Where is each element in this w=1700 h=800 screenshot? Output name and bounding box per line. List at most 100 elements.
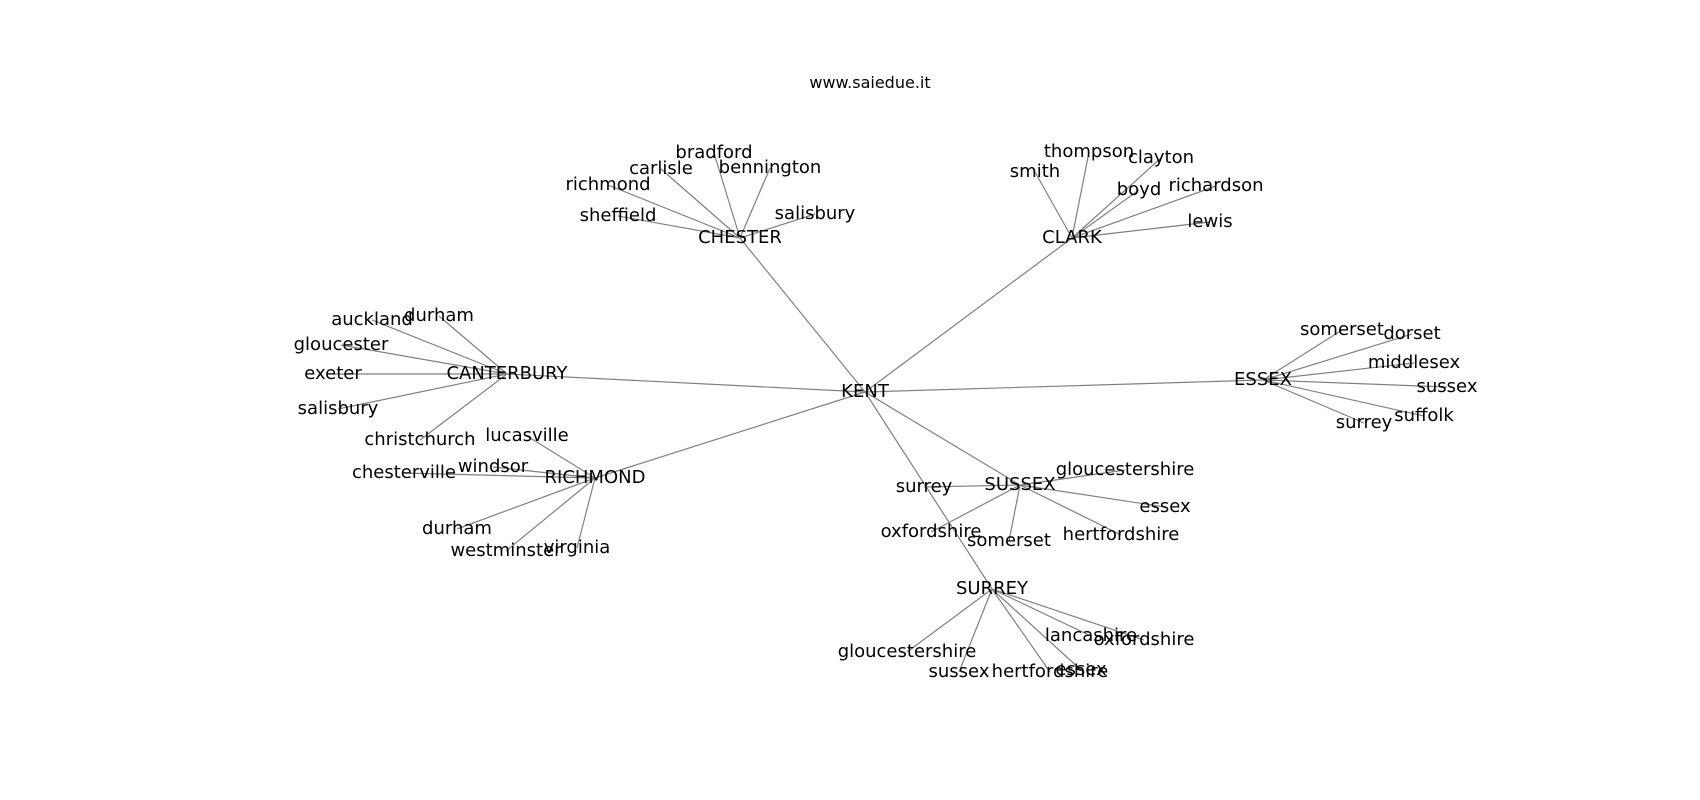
edge-sussex-surrey: [923, 484, 1021, 488]
leaf-node-surrey-gloucestershire: gloucestershire: [838, 641, 977, 662]
leaf-node-canterbury-durham: durham: [404, 305, 474, 326]
leaf-node-clark-smith: smith: [1010, 161, 1060, 182]
edge-kent-essex: [864, 379, 1264, 393]
edge-chester-richmond: [607, 184, 741, 239]
edge-kent-richmond: [594, 391, 866, 479]
cluster-node-chester: CHESTER: [698, 227, 782, 248]
leaf-node-essex-middlesex: middlesex: [1368, 352, 1461, 373]
cluster-node-sussex: SUSSEX: [984, 474, 1055, 495]
cluster-node-canterbury: CANTERBURY: [446, 363, 568, 384]
leaf-node-richmond-chesterville: chesterville: [352, 462, 456, 483]
edge-essex-middlesex: [1262, 362, 1415, 381]
edge-kent-surrey: [864, 391, 993, 590]
edge-surrey-gloucestershire: [906, 588, 993, 653]
edge-surrey-oxfordshire: [991, 588, 1145, 641]
leaf-node-canterbury-christchurch: christchurch: [364, 429, 475, 450]
leaf-node-essex-sussex: sussex: [1417, 376, 1478, 397]
leaf-node-surrey-lancashire: lancashire: [1045, 625, 1137, 646]
edge-canterbury-auckland: [371, 319, 508, 375]
edge-surrey-sussex: [958, 588, 993, 673]
edge-richmond-westminster: [505, 477, 596, 552]
edge-sussex-somerset: [1008, 484, 1021, 542]
edge-chester-bradford: [713, 152, 741, 239]
edge-essex-somerset: [1262, 329, 1343, 381]
leaf-node-richmond-windsor: windsor: [458, 456, 529, 477]
edge-canterbury-gloucester: [340, 344, 508, 375]
edge-richmond-lucasville: [526, 435, 596, 479]
edge-richmond-virginia: [576, 477, 596, 549]
edge-chester-bennington: [739, 167, 771, 239]
edge-sussex-essex: [1019, 484, 1166, 508]
edge-essex-suffolk: [1262, 379, 1425, 417]
edge-sussex-gloucestershire: [1019, 469, 1126, 486]
leaf-node-chester-richmond: richmond: [565, 174, 650, 195]
edge-richmond-durham: [456, 477, 596, 530]
leaf-node-canterbury-salisbury: salisbury: [298, 398, 379, 419]
leaf-node-richmond-westminster: westminster: [450, 540, 562, 561]
leaf-node-sussex-hertfordshire: hertfordshire: [1063, 524, 1180, 545]
leaf-node-clark-clayton: clayton: [1128, 147, 1194, 168]
edge-surrey-hertfordshire: [991, 588, 1051, 673]
leaf-node-essex-surrey: surrey: [1336, 412, 1393, 433]
cluster-node-essex: ESSEX: [1234, 369, 1292, 390]
cluster-node-clark: CLARK: [1042, 227, 1103, 248]
leaf-node-chester-bradford: bradford: [675, 142, 752, 163]
edge-clark-smith: [1034, 171, 1073, 239]
cluster-node-surrey: SURREY: [956, 578, 1029, 599]
edge-clark-boyd: [1071, 189, 1140, 239]
edge-canterbury-christchurch: [419, 373, 508, 441]
edge-chester-carlisle: [660, 168, 741, 239]
edge-canterbury-salisbury: [337, 373, 508, 410]
leaf-node-sussex-somerset: somerset: [967, 530, 1051, 551]
edge-sussex-hertfordshire: [1019, 484, 1122, 536]
edge-surrey-lancashire: [991, 588, 1092, 637]
leaf-node-essex-dorset: dorset: [1383, 323, 1440, 344]
leaf-node-chester-salisbury: salisbury: [775, 203, 856, 224]
edge-kent-sussex: [864, 391, 1021, 486]
leaf-node-essex-somerset: somerset: [1300, 319, 1384, 340]
edge-clark-lewis: [1071, 221, 1211, 239]
leaf-node-chester-sheffield: sheffield: [580, 205, 657, 226]
leaf-node-richmond-durham: durham: [422, 518, 492, 539]
edge-kent-canterbury: [506, 373, 866, 393]
leaf-node-chester-bennington: bennington: [719, 157, 822, 178]
leaf-node-richmond-lucasville: lucasville: [485, 425, 568, 446]
edge-chester-sheffield: [617, 215, 741, 239]
leaf-node-surrey-essex: essex: [1055, 659, 1107, 680]
hub-node-kent: KENT: [841, 381, 890, 402]
leaf-node-surrey-sussex: sussex: [929, 661, 990, 682]
edge-clark-richardson: [1071, 185, 1217, 239]
leaf-node-chester-carlisle: carlisle: [629, 158, 693, 179]
leaf-node-richmond-virginia: virginia: [544, 537, 611, 558]
edge-clark-clayton: [1071, 157, 1162, 239]
edges-layer: [333, 151, 1448, 673]
leaf-node-surrey-hertfordshire: hertfordshire: [992, 661, 1109, 682]
leaf-node-sussex-gloucestershire: gloucestershire: [1056, 459, 1195, 480]
edge-clark-thompson: [1071, 151, 1090, 239]
edge-essex-surrey: [1262, 379, 1365, 424]
edge-essex-sussex: [1262, 379, 1448, 388]
edge-kent-clark: [864, 237, 1073, 393]
leaf-node-clark-boyd: boyd: [1117, 179, 1162, 200]
leaf-node-sussex-surrey: surrey: [896, 476, 953, 497]
leaf-node-essex-suffolk: suffolk: [1394, 405, 1454, 426]
leaf-node-canterbury-auckland: auckland: [331, 309, 413, 330]
leaf-node-clark-richardson: richardson: [1168, 175, 1263, 196]
leaf-node-surrey-oxfordshire: oxfordshire: [1094, 629, 1195, 650]
edge-sussex-oxfordshire: [930, 484, 1021, 533]
leaf-node-clark-thompson: thompson: [1044, 141, 1134, 162]
leaf-node-canterbury-gloucester: gloucester: [294, 334, 389, 355]
edge-richmond-windsor: [492, 466, 596, 479]
leaf-node-clark-lewis: lewis: [1187, 211, 1232, 232]
leaf-node-sussex-essex: essex: [1139, 496, 1191, 517]
source-watermark: www.saiedue.it: [809, 73, 930, 92]
edge-canterbury-durham: [438, 315, 508, 375]
leaf-node-canterbury-exeter: exeter: [304, 363, 362, 384]
edge-kent-chester: [739, 237, 866, 393]
leaf-node-sussex-oxfordshire: oxfordshire: [881, 521, 982, 542]
edge-richmond-chesterville: [403, 472, 596, 479]
edge-essex-dorset: [1262, 333, 1413, 381]
edge-chester-salisbury: [739, 213, 816, 239]
